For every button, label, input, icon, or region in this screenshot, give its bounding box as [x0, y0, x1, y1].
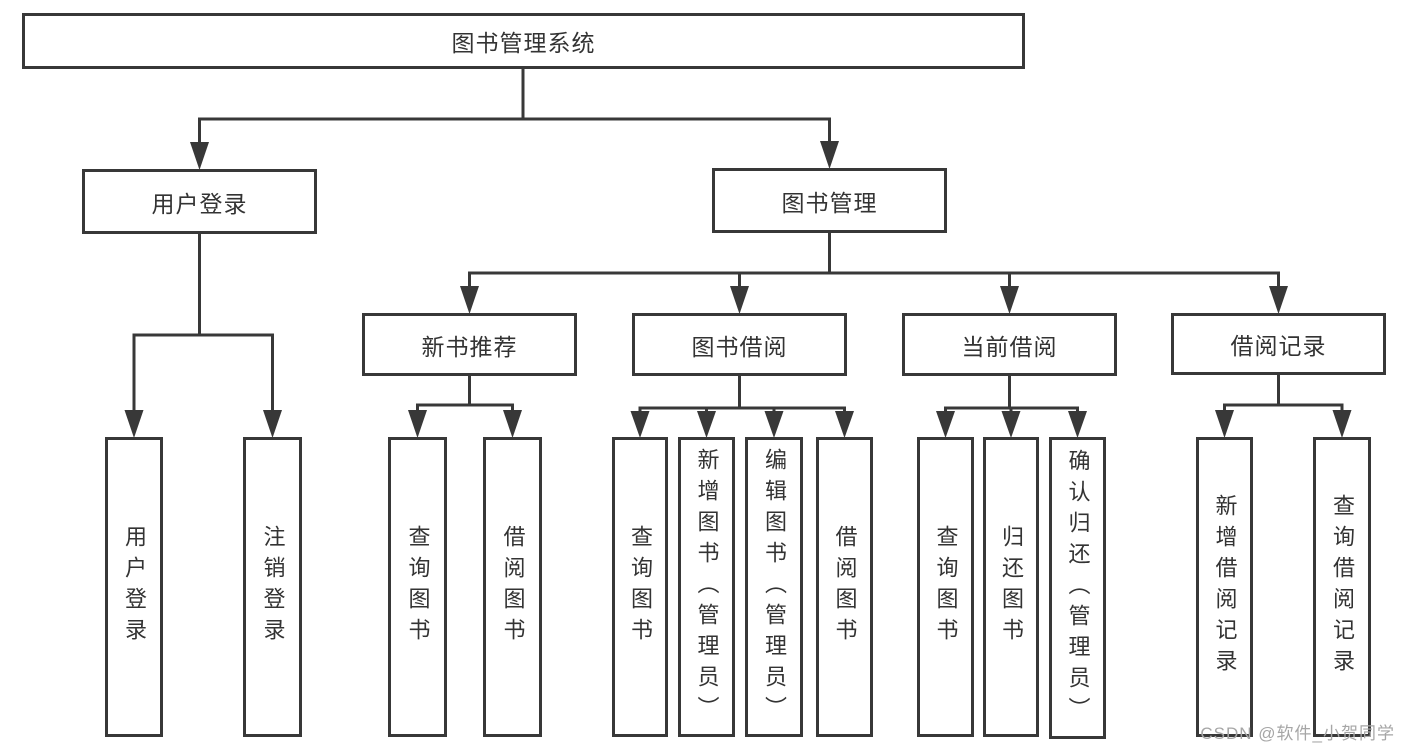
node-user-login: 用户登录 [82, 169, 317, 234]
leaf-return-book: 归还图书 [983, 437, 1039, 737]
leaf-query-borrow-record: 查询借阅记录 [1313, 437, 1371, 737]
leaf-borrow-books-1: 借阅图书 [483, 437, 542, 737]
node-book-borrow: 图书借阅 [632, 313, 847, 376]
leaf-borrow-books-2: 借阅图书 [816, 437, 873, 737]
node-current-borrow: 当前借阅 [902, 313, 1117, 376]
leaf-query-books-2: 查询图书 [612, 437, 668, 737]
node-root-system: 图书管理系统 [22, 13, 1025, 69]
leaf-edit-book-admin: 编辑图书（管理员） [745, 437, 803, 737]
node-book-management: 图书管理 [712, 168, 947, 233]
leaf-query-books-3: 查询图书 [917, 437, 974, 737]
leaf-query-books-1: 查询图书 [388, 437, 447, 737]
leaf-logout: 注销登录 [243, 437, 302, 737]
leaf-confirm-return-admin: 确认归还（管理员） [1049, 437, 1106, 739]
csdn-watermark: CSDN @软件_小贺同学 [1200, 724, 1395, 743]
leaf-add-book-admin: 新增图书（管理员） [678, 437, 735, 737]
leaf-user-login: 用户登录 [105, 437, 163, 737]
leaf-add-borrow-record: 新增借阅记录 [1196, 437, 1253, 737]
node-borrow-records: 借阅记录 [1171, 313, 1386, 375]
node-new-book-recommend: 新书推荐 [362, 313, 577, 376]
